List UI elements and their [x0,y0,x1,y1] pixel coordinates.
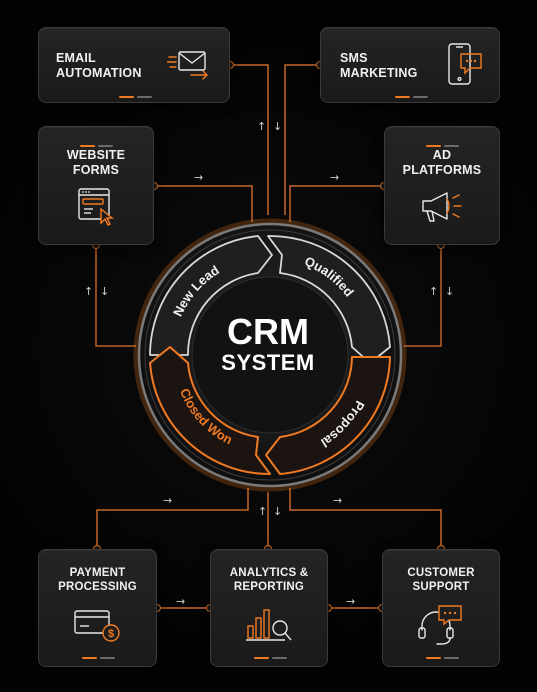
arrow-down-analytics: ↓ [273,505,283,518]
smartphone-chat-icon [448,43,482,85]
hub-title-line2: SYSTEM [221,350,315,375]
node-analytics-reporting[interactable]: ANALYTICS & REPORTING [210,549,328,667]
web-form-cursor-icon [78,188,114,226]
node-sms-marketing[interactable]: SMS MARKETING [320,27,500,103]
headset-chat-icon [418,605,462,645]
node-ads-label: AD PLATFORMS [402,148,482,177]
wire-ads [289,185,384,222]
ads-card-indicator [385,134,499,152]
envelope-icon [167,51,208,80]
payment-card-indicator [82,657,115,659]
arrow-down-website-loop: ↓ [100,285,110,298]
arrow-up-ads-loop: ↑ [429,285,439,298]
node-sms-label: SMS MARKETING [340,51,418,80]
arrow-right-support: → [333,494,343,507]
arrow-up-analytics: ↑ [258,505,268,518]
stage-ring-qualified [267,235,391,364]
arrow-down-ads-loop: ↓ [445,285,455,298]
analytics-card-indicator [254,657,287,659]
arrow-right-payment: → [163,494,173,507]
wire-ads-loop [404,245,442,347]
wire-email [230,64,269,215]
wire-sms [284,64,320,215]
website-card-indicator [39,134,153,152]
node-website-forms[interactable]: WEBSITE FORMS [38,126,154,245]
hub-title-line1: CRM [227,311,309,352]
arrow-right-website: → [194,171,204,184]
arrow-up-email: ↑ [257,120,267,133]
arrow-right-ads: → [330,171,340,184]
bar-chart-magnifier-icon [246,609,292,641]
node-website-label: WEBSITE FORMS [66,148,126,177]
stage-ring-new-lead [149,235,273,356]
support-card-indicator [426,657,459,659]
arrow-right-payment-analytics: → [176,595,186,608]
arrow-up-website-loop: ↑ [84,285,94,298]
arrow-right-analytics-support: → [346,595,356,608]
sms-card-indicator [395,96,428,98]
wire-payment [96,488,249,549]
crm-hub: New Lead Qualified Proposal Closed Won [133,218,407,492]
stage-ring-proposal [265,356,391,475]
node-email-automation[interactable]: EMAIL AUTOMATION [38,27,230,103]
wire-website [154,185,253,222]
arrow-down-sms: ↓ [273,120,283,133]
megaphone-icon [422,192,462,222]
node-ad-platforms[interactable]: AD PLATFORMS [384,126,500,245]
node-payment-label: PAYMENT PROCESSING [58,567,137,593]
svg-text:$: $ [108,628,114,640]
wire-support [289,488,442,549]
node-analytics-label: ANALYTICS & REPORTING [229,567,309,593]
node-customer-support[interactable]: CUSTOMER SUPPORT [382,549,500,667]
node-support-label: CUSTOMER SUPPORT [407,567,475,593]
email-card-indicator [119,96,152,98]
stage-ring-closed-won [149,346,271,476]
wire-website-loop [95,245,136,347]
node-email-label: EMAIL AUTOMATION [56,51,142,80]
node-payment-processing[interactable]: PAYMENT PROCESSING $ [38,549,157,667]
credit-card-dollar-icon: $ [74,610,120,642]
